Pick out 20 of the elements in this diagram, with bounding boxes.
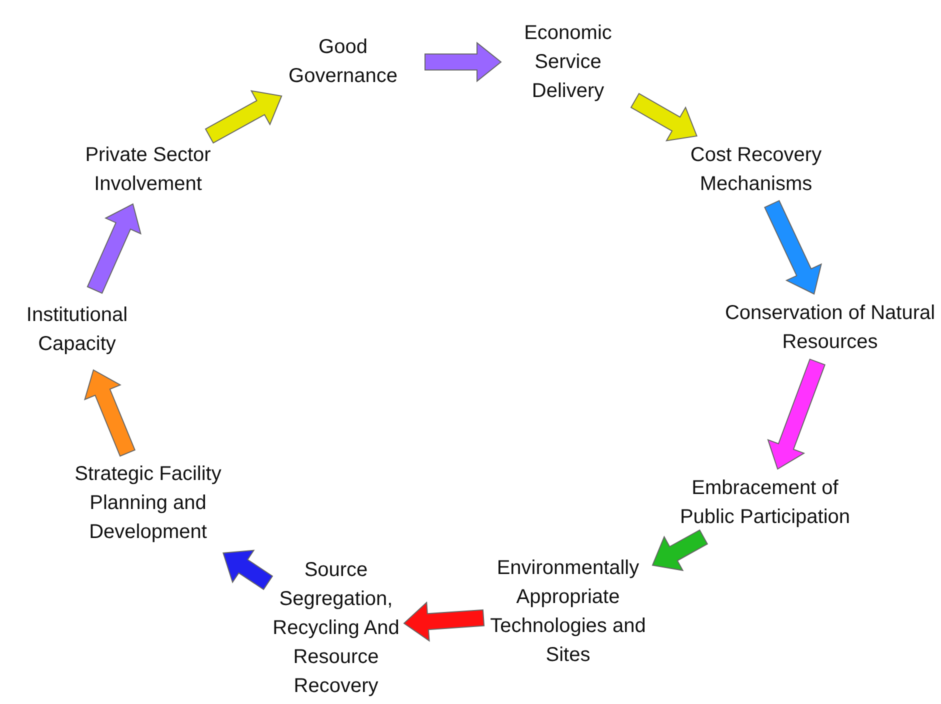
node-label: Cost Recovery Mechanisms xyxy=(689,143,823,197)
block-arrow xyxy=(630,92,698,142)
block-arrow xyxy=(424,42,502,82)
block-arrow xyxy=(764,200,822,295)
block-arrow xyxy=(86,203,142,294)
node-label: Institutional Capacity xyxy=(25,303,129,357)
block-arrow xyxy=(84,369,136,457)
block-arrow xyxy=(767,358,826,470)
block-arrow xyxy=(652,529,708,572)
node-label: Conservation of Natural Resources xyxy=(724,301,936,355)
node-label: Environmentally Appropriate Technologies and Sites xyxy=(489,556,647,668)
node-label: Source Segregation, Recycling And Resource Recovery xyxy=(272,558,400,698)
node-label: Economic Service Delivery xyxy=(523,20,613,104)
node-label: Good Governance xyxy=(288,35,398,89)
block-arrow xyxy=(222,550,274,590)
node-label: Private Sector Involvement xyxy=(84,143,212,197)
block-arrow xyxy=(403,601,485,642)
block-arrow xyxy=(204,90,282,144)
node-label: Strategic Facility Planning and Development xyxy=(74,462,222,544)
node-label: Embracement of Public Participation xyxy=(678,476,852,530)
